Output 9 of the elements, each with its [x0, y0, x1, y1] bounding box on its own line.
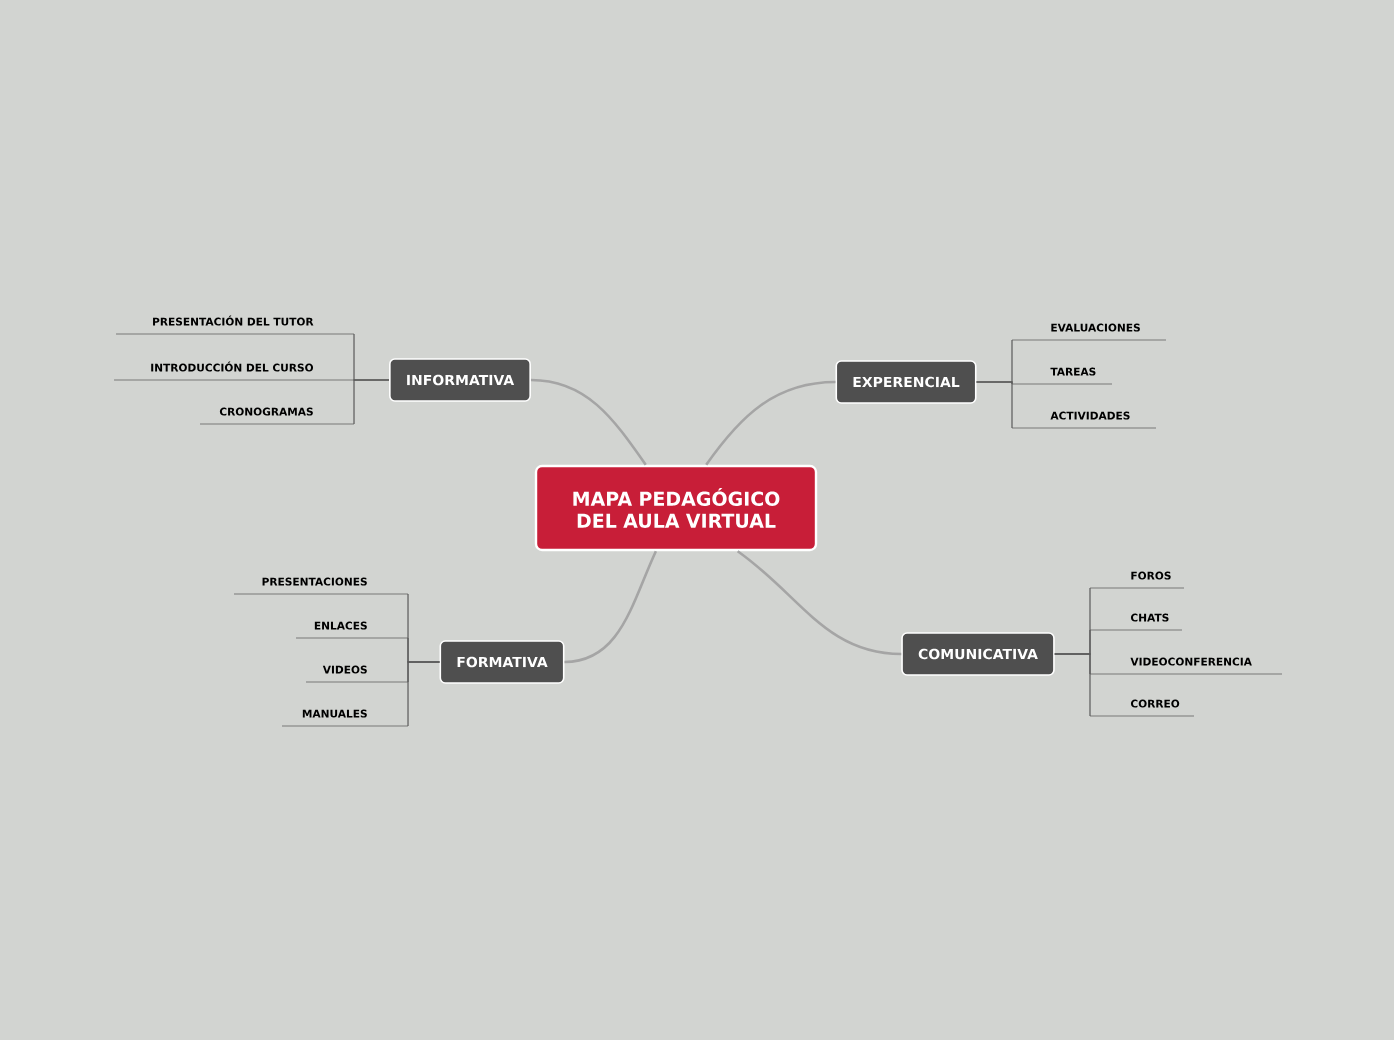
- connector-line: [1054, 653, 1091, 717]
- connector-line: [353, 379, 390, 425]
- connector-line: [975, 381, 1013, 429]
- connector-line: [564, 550, 658, 664]
- connector-line: [530, 378, 647, 466]
- connector-line: [705, 380, 836, 466]
- connector-line: [736, 550, 902, 656]
- connector-line: [407, 661, 441, 727]
- central-topic-box: MAPA PEDAGÓGICO DEL AULA VIRTUAL: [534, 464, 818, 552]
